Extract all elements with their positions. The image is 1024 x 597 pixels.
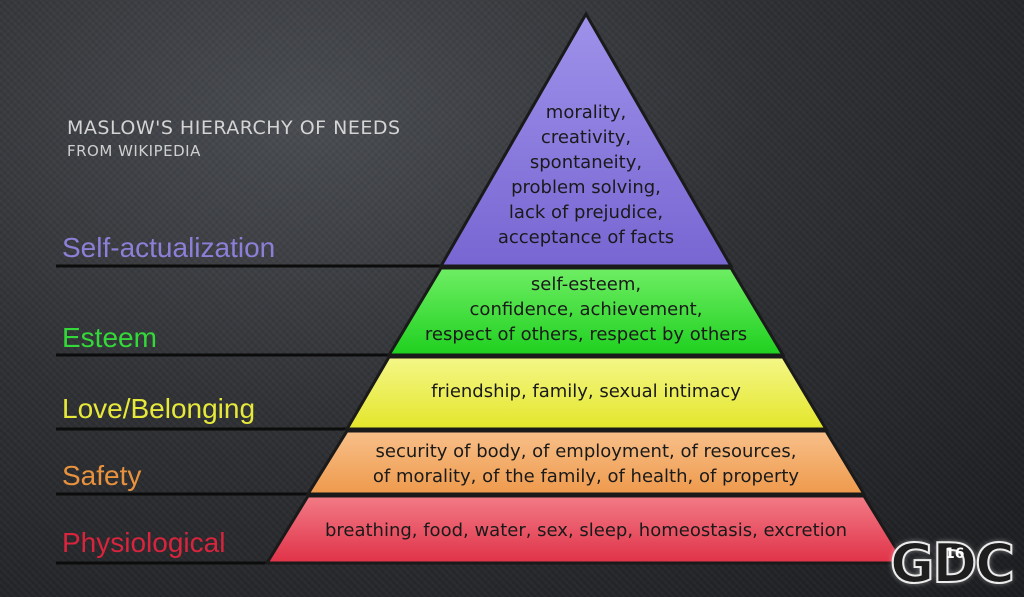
level-label-esteem: Esteem bbox=[62, 322, 157, 353]
layer-text-esteem: self-esteem, confidence, achievement, re… bbox=[396, 272, 776, 347]
layer-text-line: respect of others, respect by others bbox=[424, 324, 748, 345]
gdc-logo: GDC bbox=[889, 531, 1016, 596]
layer-self-actualization bbox=[438, 10, 734, 268]
layer-text-self-actualization: morality, creativity, spontaneity, probl… bbox=[466, 100, 706, 250]
layer-text-line: of morality, of the family, of health, o… bbox=[372, 466, 800, 487]
layer-text-line: problem solving, bbox=[511, 177, 661, 198]
level-label-physiological: Physiological bbox=[62, 527, 226, 558]
layer-safety bbox=[305, 429, 867, 496]
layer-text-line: security of body, of employment, of reso… bbox=[375, 441, 797, 462]
layer-text-love-belonging: friendship, family, sexual intimacy bbox=[366, 379, 806, 404]
level-label-safety: Safety bbox=[62, 460, 142, 491]
layer-text-line: breathing, food, water, sex, sleep, home… bbox=[324, 520, 848, 541]
layer-text-line: acceptance of facts bbox=[497, 227, 675, 248]
layer-love-belonging bbox=[344, 355, 829, 431]
layer-text-line: lack of prejudice, bbox=[508, 202, 664, 223]
level-label-self-actualization: Self-actualization bbox=[62, 232, 276, 263]
layer-text-physiological: breathing, food, water, sex, sleep, home… bbox=[282, 518, 890, 543]
level-label-love-belonging: Love/Belonging bbox=[62, 393, 256, 424]
layer-text-line: spontaneity, bbox=[529, 152, 643, 173]
layer-physiological bbox=[264, 494, 908, 565]
diagram-subtitle: FROM WIKIPEDIA bbox=[67, 142, 201, 160]
layer-text-line: morality, bbox=[545, 102, 627, 123]
layer-text-line: creativity, bbox=[540, 127, 632, 148]
diagram-title: MASLOW'S HIERARCHY OF NEEDS bbox=[67, 117, 401, 139]
gdc-logo-badge: 16 bbox=[945, 546, 965, 562]
layer-text-line: friendship, family, sexual intimacy bbox=[431, 381, 741, 402]
layer-text-line: self-esteem, bbox=[530, 274, 642, 295]
layer-text-line: confidence, achievement, bbox=[469, 299, 703, 320]
layer-text-safety: security of body, of employment, of reso… bbox=[322, 439, 850, 489]
layer-esteem bbox=[386, 266, 786, 357]
